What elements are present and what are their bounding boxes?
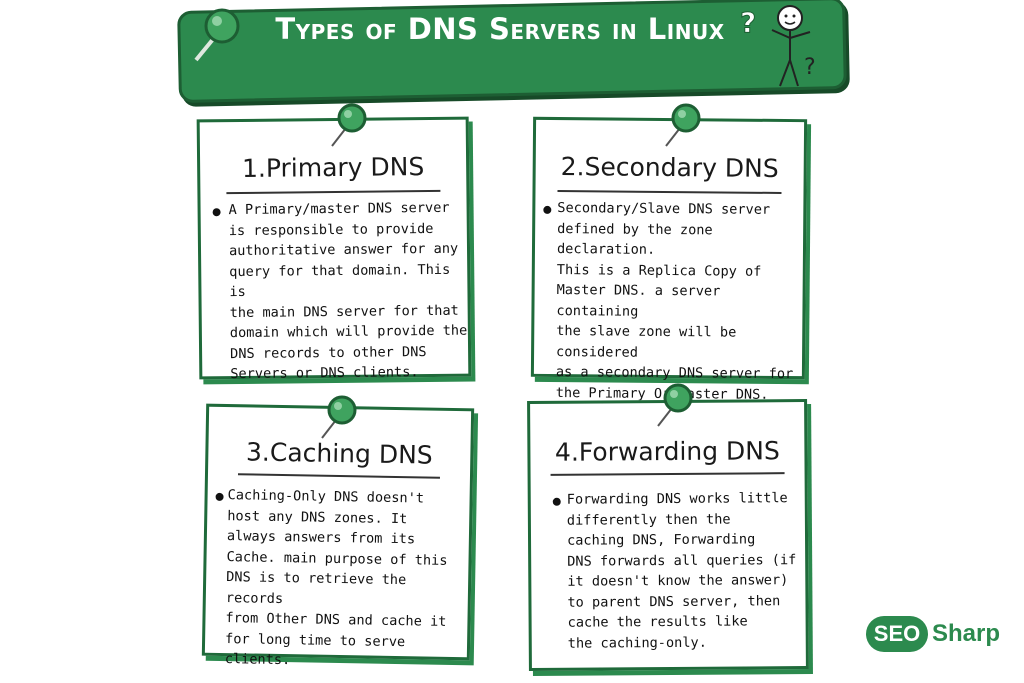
card-body: Secondary/Slave DNS server defined by th… [556, 198, 804, 405]
stick-figure-icon: ? ? [740, 5, 816, 87]
bullet-icon [212, 208, 221, 217]
seosharp-logo: SEO Sharp [866, 616, 1016, 654]
card-caching-dns: 3.Caching DNS Caching-Only DNS doesn't h… [201, 403, 475, 668]
body-line: cache the results like [567, 613, 748, 631]
body-line: to parent DNS server, then [567, 592, 781, 611]
body-line: domain which will provide the [229, 322, 468, 342]
body-line: is responsible to provide [228, 220, 434, 239]
body-line: Secondary/Slave DNS server [557, 200, 771, 218]
svg-text:?: ? [740, 6, 756, 39]
body-line: This is a Replica Copy of [556, 261, 762, 280]
body-line: for long time to serve clients. [224, 630, 406, 669]
pushpin-icon [331, 103, 367, 147]
svg-text:?: ? [804, 55, 816, 80]
card-forwarding-dns: 4.Forwarding DNS Forwarding DNS works li… [527, 399, 809, 671]
body-line: the caching-only. [567, 634, 707, 652]
title-underline [226, 189, 441, 195]
card-title: 1.Primary DNS [241, 152, 425, 183]
body-line: caching DNS, Forwarding [566, 531, 756, 549]
body-line: DNS is to retrieve the records [225, 569, 407, 607]
bullet-icon [543, 205, 552, 214]
body-line: DNS records to other DNS [230, 343, 427, 362]
logo-badge: SEO [866, 616, 928, 652]
body-line: authoritative answer for any [228, 240, 459, 260]
card-title: 4.Forwarding DNS [554, 436, 780, 467]
pushpin-icon [657, 383, 693, 427]
body-line: Master DNS. a server containing [556, 282, 721, 320]
page-title: Types of DNS Servers in Linux [275, 12, 725, 46]
body-line: DNS forwards all queries (if [567, 551, 797, 570]
card-title: 2.Secondary DNS [560, 152, 779, 183]
card-body: Caching-Only DNS doesn't host any DNS zo… [225, 485, 470, 674]
body-line: Servers or DNS clients. [230, 364, 419, 383]
body-line: defined by the zone declaration. [556, 220, 713, 258]
card-body: Forwarding DNS works little differently … [567, 488, 797, 654]
pushpin-icon [321, 395, 357, 439]
pushpin-icon [194, 8, 240, 62]
pushpin-icon [665, 103, 701, 147]
bullet-icon [215, 492, 224, 501]
logo-word: Sharp [932, 620, 1001, 647]
title-underline [237, 473, 440, 479]
body-line: the slave zone will be considered [556, 323, 737, 361]
title-underline [550, 472, 785, 476]
body-line: A Primary/master DNS server [228, 199, 450, 219]
bullet-icon [552, 497, 561, 506]
body-line: query for that domain. This is [229, 261, 451, 301]
body-line: it doesn't know the answer) [567, 572, 789, 590]
body-line: Forwarding DNS works little [566, 490, 788, 508]
body-line: differently then the [566, 511, 731, 529]
card-secondary-dns: 2.Secondary DNS Secondary/Slave DNS serv… [530, 116, 808, 402]
card-primary-dns: 1.Primary DNS A Primary/master DNS serve… [196, 116, 472, 382]
title-underline [557, 190, 782, 194]
card-body: A Primary/master DNS server is responsib… [228, 198, 468, 385]
body-line: the main DNS server for that [229, 302, 459, 321]
